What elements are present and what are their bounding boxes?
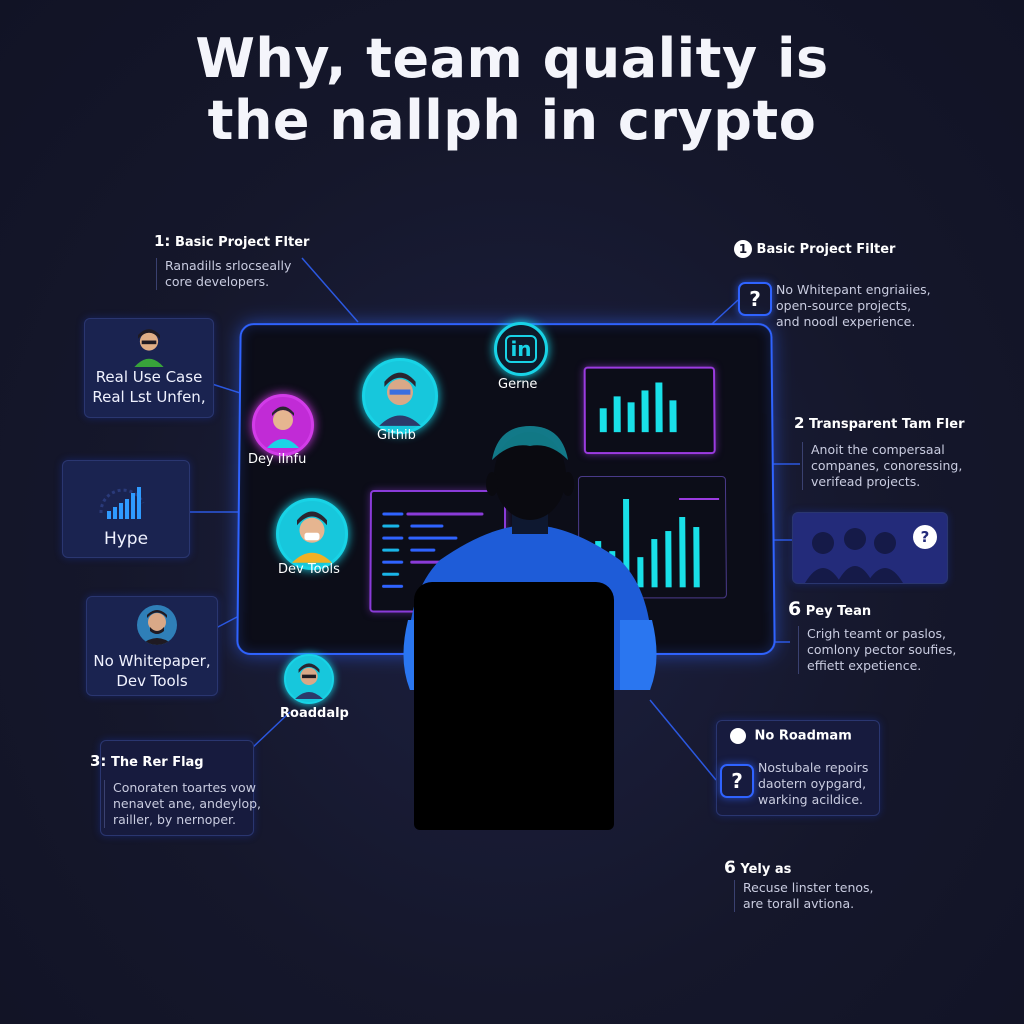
callout-body: Crigh teamt or paslos, comlony pector so… xyxy=(798,626,956,674)
callout-line: are torall avtiona. xyxy=(743,896,874,912)
real-use-case-box[interactable]: Real Use Case Real Lst Unfen, xyxy=(84,318,214,418)
desk-chair xyxy=(414,582,614,830)
callout-line: warking acildice. xyxy=(758,792,868,808)
callout-title-text: Basic Project Filter xyxy=(757,242,896,257)
callout-line: No Whitepant engriaiies, xyxy=(776,282,931,298)
avatar xyxy=(137,605,177,645)
callout-title-text: Yely as xyxy=(740,862,791,877)
avatar-dev-info[interactable] xyxy=(252,394,314,456)
person-icon xyxy=(263,402,303,448)
avatar-roadmap[interactable] xyxy=(284,654,334,704)
callout-title-text: Pey Tean xyxy=(806,604,871,619)
callout-body: Ranadills srlocseally core developers. xyxy=(156,258,291,290)
linkedin-icon: in xyxy=(505,335,536,363)
hype-label: Hype xyxy=(63,529,189,549)
callout-line: and noodl experience. xyxy=(776,314,931,330)
avatar-dev-tools[interactable] xyxy=(276,498,348,570)
callout-line: Conoraten toartes vow xyxy=(113,780,261,796)
avatar-label: Gerne xyxy=(498,377,537,392)
no-whitepaper-box[interactable]: No Whitepaper, Dev Tools xyxy=(86,596,218,696)
hype-box[interactable]: Hype xyxy=(62,460,190,558)
callout-line: Anoit the compersaal xyxy=(811,442,962,458)
callout-number: 6 xyxy=(788,598,801,620)
connector-line xyxy=(302,258,358,322)
person-icon xyxy=(287,505,337,563)
callout-line: Ranadills srlocseally xyxy=(165,258,291,274)
callout-number: 6 xyxy=(724,858,736,878)
box-line: No Whitepaper, xyxy=(87,651,217,671)
callout-number: 1: xyxy=(154,232,170,250)
question-icon: ? xyxy=(738,282,772,316)
avatar-label: Dev Tools xyxy=(278,562,340,577)
callout-body: No Whitepant engriaiies, open-source pro… xyxy=(776,282,931,330)
callout-title: 2 Transparent Tam Fler xyxy=(794,414,965,432)
callout-title: 6 Pey Tean xyxy=(788,598,871,620)
callout-body: Anoit the compersaal companes, conoressi… xyxy=(802,442,962,490)
box-line: Real Lst Unfen, xyxy=(85,387,213,407)
callout-number: 2 xyxy=(794,414,804,432)
callout-line: open-source projects, xyxy=(776,298,931,314)
callout-title-text: No Roadmam xyxy=(755,729,852,744)
callout-line: nenavet ane, andeylop, xyxy=(113,796,261,812)
callout-line: core developers. xyxy=(165,274,291,290)
callout-body: Recuse linster tenos, are torall avtiona… xyxy=(734,880,874,912)
question-icon: ? xyxy=(720,764,754,798)
callout-title: 6 Yely as xyxy=(724,858,791,878)
number-badge-icon: 1 xyxy=(734,240,752,258)
team-silhouettes-box: ? xyxy=(792,512,948,584)
avatar-label: Dey iInfu xyxy=(248,452,306,467)
callout-line: effiett expetience. xyxy=(807,658,956,674)
person-icon xyxy=(137,605,177,645)
person-icon xyxy=(374,366,426,426)
avatar-linkedin[interactable]: in xyxy=(494,322,548,376)
callout-line: daotern oypgard, xyxy=(758,776,868,792)
callout-body: Conoraten toartes vow nenavet ane, andey… xyxy=(104,780,261,828)
callout-line: Crigh teamt or paslos, xyxy=(807,626,956,642)
callout-line: Recuse linster tenos, xyxy=(743,880,874,896)
box-line: Real Use Case xyxy=(85,367,213,387)
person-icon xyxy=(129,325,169,367)
callout-title-text: The Rer Flag xyxy=(111,755,204,770)
callout-title: 1: Basic Project Flter xyxy=(154,232,309,250)
callout-title: 3: The Rer Flag xyxy=(90,752,204,770)
chat-question-icon: ? xyxy=(913,525,937,549)
number-badge-icon xyxy=(730,728,746,744)
callout-line: comlony pector soufies, xyxy=(807,642,956,658)
callout-line: railler, by nernoper. xyxy=(113,812,261,828)
callout-title: No Roadmam xyxy=(730,728,852,744)
callout-body: Nostubale repoirs daotern oypgard, warki… xyxy=(758,760,868,808)
gauge-icon xyxy=(95,473,149,523)
callout-title-text: Basic Project Flter xyxy=(175,235,309,250)
callout-title-text: Transparent Tam Fler xyxy=(809,417,965,432)
callout-line: Nostubale repoirs xyxy=(758,760,868,776)
avatar-label: Roaddalp xyxy=(280,706,349,721)
callout-number: 3: xyxy=(90,752,106,770)
callout-line: companes, conoressing, xyxy=(811,458,962,474)
callout-title: 1 Basic Project Filter xyxy=(734,240,895,258)
person-icon xyxy=(291,659,327,699)
box-line: Dev Tools xyxy=(87,671,217,691)
callout-line: verifead projects. xyxy=(811,474,962,490)
